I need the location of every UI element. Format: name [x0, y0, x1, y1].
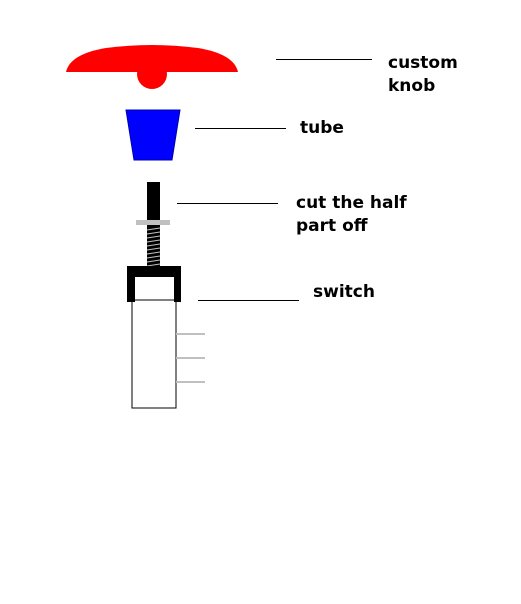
tube-body: [125, 109, 181, 161]
leader-line-switch: [198, 300, 299, 301]
label-switch: switch: [313, 282, 375, 302]
leader-line-tube: [195, 128, 286, 129]
switch-pin-3: [176, 381, 205, 383]
shaft-threads: [146, 227, 161, 267]
thread-mark: [146, 251, 161, 255]
custom-knob: [66, 45, 238, 89]
shaft-upper: [147, 182, 160, 220]
switch-bracket: [127, 266, 181, 302]
thread-mark: [146, 227, 161, 231]
knob-stem-bump: [137, 59, 167, 89]
thread-mark: [146, 243, 161, 247]
thread-mark: [146, 235, 161, 239]
shaft-assembly: [136, 182, 170, 267]
knob-cap: [66, 45, 238, 72]
label-tube: tube: [300, 118, 344, 138]
thread-mark: [146, 247, 161, 251]
switch: [127, 266, 205, 409]
switch-body: [131, 299, 177, 409]
leader-line-shaft: [177, 203, 278, 204]
thread-mark: [146, 239, 161, 243]
switch-pin-1: [176, 333, 205, 335]
label-cut-half: cut the half part off: [296, 193, 407, 236]
switch-pin-2: [176, 357, 205, 359]
tube: [125, 109, 181, 161]
leader-line-knob: [276, 59, 372, 60]
washer: [136, 220, 170, 225]
thread-mark: [146, 263, 161, 267]
thread-mark: [146, 255, 161, 259]
label-custom-knob: custom knob: [388, 53, 458, 96]
thread-mark: [146, 231, 161, 235]
thread-mark: [146, 259, 161, 263]
